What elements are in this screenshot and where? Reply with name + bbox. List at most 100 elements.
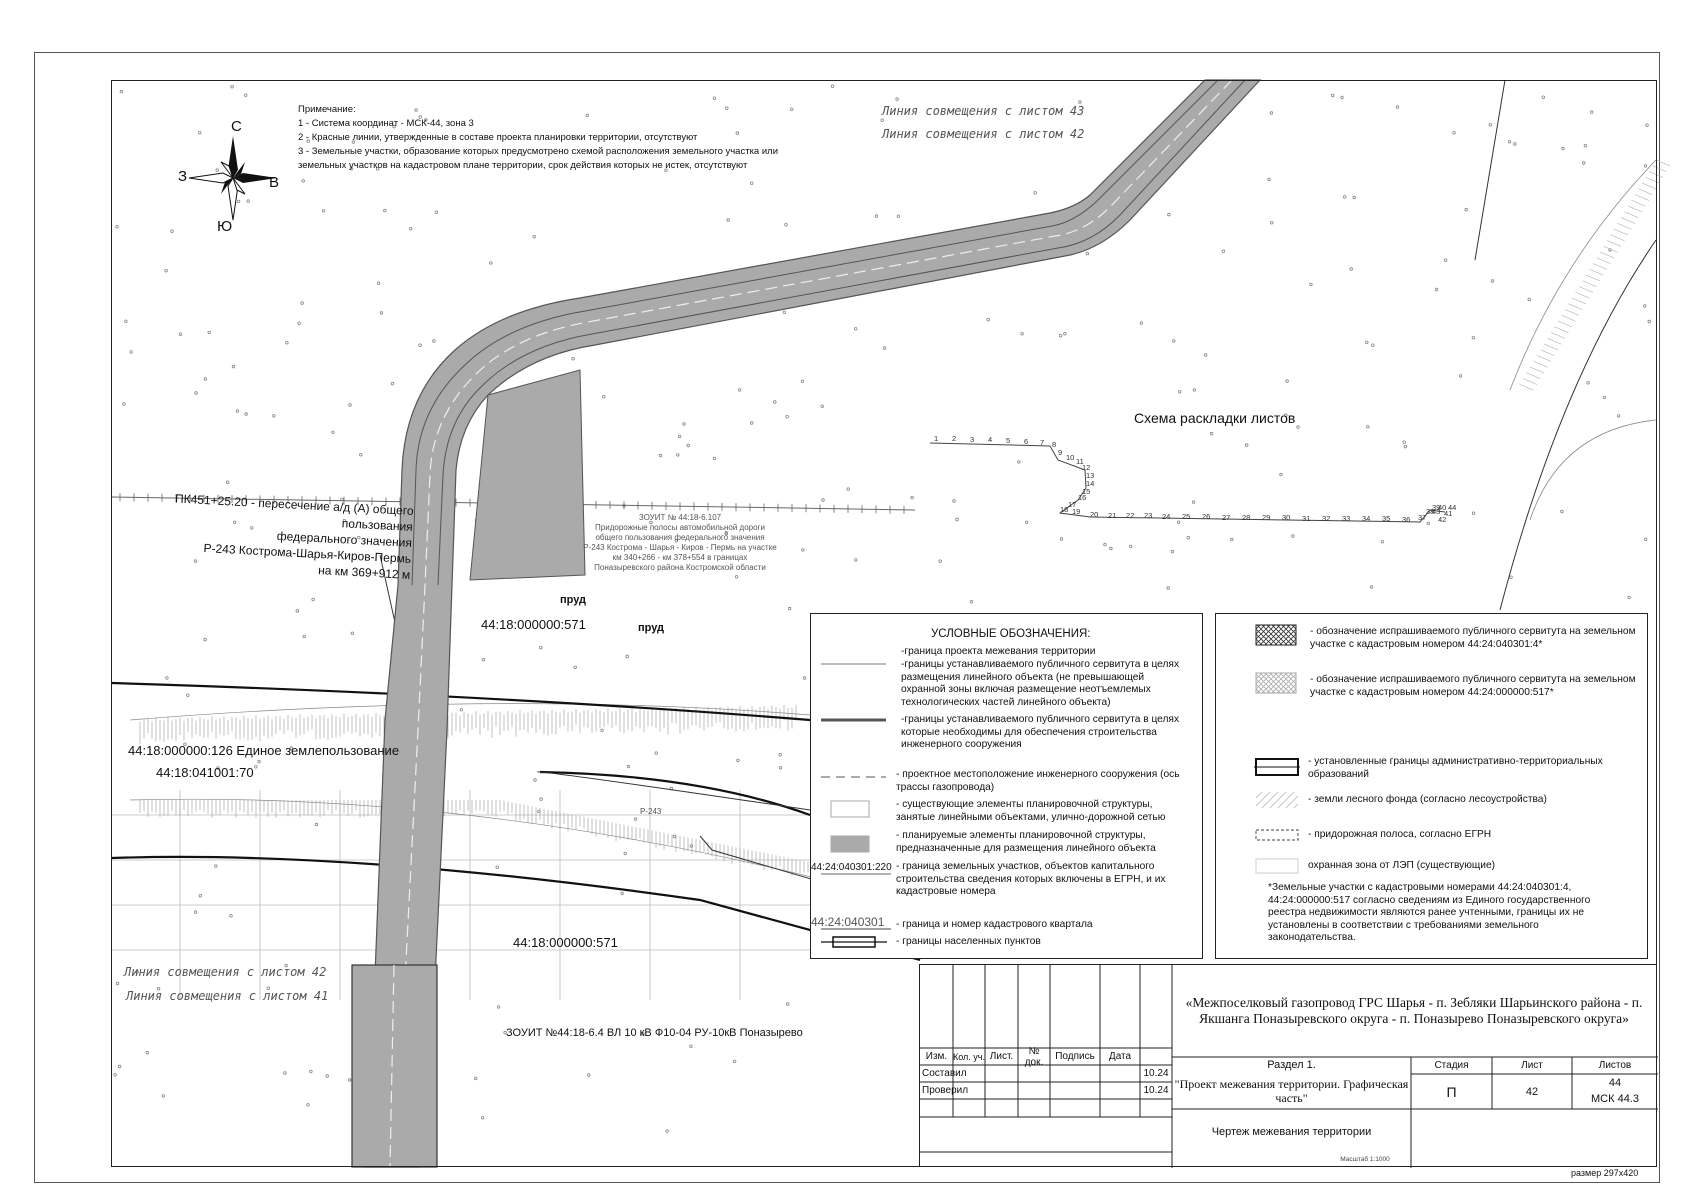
forest-dot xyxy=(623,851,627,856)
sheet-number: 44 xyxy=(1448,503,1456,512)
forest-dot xyxy=(532,234,536,239)
forest-dot xyxy=(124,319,128,323)
legend2-item: - установленные границы административно-… xyxy=(1308,756,1603,780)
forest-dot xyxy=(115,981,120,986)
hatch-line xyxy=(1585,274,1601,282)
legend2-item: - обозначение испрашиваемого публичного … xyxy=(1310,626,1636,650)
forest-dot xyxy=(1541,95,1545,99)
forest-dot xyxy=(1109,546,1113,551)
forest-dot xyxy=(785,415,789,419)
forest-dot xyxy=(1167,212,1171,217)
forest-dot xyxy=(1560,509,1564,514)
parcel-label: 44:18:000000:126 Единое землепользование xyxy=(128,743,400,758)
forest-dot xyxy=(724,532,729,536)
drawing-sheet-border xyxy=(34,52,1660,1183)
forest-dot xyxy=(1085,251,1090,256)
forest-dot xyxy=(1221,249,1226,253)
hatch-line xyxy=(1620,217,1636,224)
legend2-symbols xyxy=(1254,624,1300,874)
forest-dot xyxy=(726,218,730,222)
legend2-item: - придорожная полоса, согласно ЕГРН xyxy=(1308,829,1492,840)
forest-dot xyxy=(1128,544,1133,549)
sheet-label: Лист xyxy=(1521,1060,1543,1071)
legend-symbols xyxy=(821,663,891,948)
forest-dot xyxy=(1020,332,1024,336)
forest-dot xyxy=(1177,390,1182,394)
sheet-number: 13 xyxy=(1086,471,1094,480)
hatch-line xyxy=(1564,309,1580,316)
forest-dot xyxy=(311,597,315,602)
forest-dot xyxy=(198,894,203,898)
forest-dot xyxy=(778,766,783,770)
match-line-top-2: Линия совмещения с листом 42 xyxy=(882,127,1085,141)
forest-dot xyxy=(773,400,777,404)
forest-dot xyxy=(376,281,381,285)
legend-item: -границы устанавливаемого публичного сер… xyxy=(901,714,1180,750)
forest-dot xyxy=(1269,220,1274,225)
sheet-number: 24 xyxy=(1162,512,1170,521)
forest-dot xyxy=(165,676,169,680)
forest-dot xyxy=(1230,537,1234,542)
forest-dot xyxy=(434,210,439,214)
sheet-number: 43 xyxy=(1432,507,1440,516)
forest-dot xyxy=(1285,379,1289,383)
forest-dot xyxy=(117,1064,122,1069)
hatch-line xyxy=(1582,280,1597,288)
hatch-line xyxy=(1603,245,1618,253)
hatch-line xyxy=(1519,383,1534,391)
sheet-number: 3 xyxy=(970,435,974,444)
forest-dot xyxy=(625,654,629,659)
forest-dot xyxy=(1186,536,1190,540)
forest-dot xyxy=(193,559,198,563)
forest-dot xyxy=(1403,444,1407,449)
forest-dot xyxy=(986,318,990,322)
forest-dot xyxy=(254,765,258,769)
forest-dot xyxy=(129,350,133,354)
forest-dot xyxy=(1452,131,1456,135)
sheet-number: 30 xyxy=(1282,513,1290,522)
forest-dot xyxy=(1170,549,1175,554)
forest-dot xyxy=(214,864,218,868)
forest-dot xyxy=(459,708,463,712)
forest-dot xyxy=(952,499,956,503)
forest-dot xyxy=(272,414,276,418)
forest-dot xyxy=(1647,319,1651,324)
hatch-line xyxy=(1571,297,1587,305)
sheet-number: 39 xyxy=(1432,503,1440,512)
forest-dot xyxy=(321,209,326,213)
forest-dot xyxy=(257,759,261,764)
forest-dot xyxy=(236,199,241,204)
forest-dot xyxy=(1645,123,1649,127)
sheet-number: 28 xyxy=(1242,513,1250,522)
forest-dot xyxy=(186,693,190,697)
forest-dot xyxy=(712,456,717,461)
pond-label: пруд xyxy=(560,594,587,606)
forest-dot xyxy=(620,891,624,896)
forest-dot xyxy=(203,377,207,381)
forest-dot xyxy=(1340,95,1344,100)
legend-item: -граница проекта межевания территории xyxy=(901,646,1096,657)
forest-dot xyxy=(1513,142,1517,146)
parcel-label: 44:18:000000:571 xyxy=(481,617,586,632)
forest-dot xyxy=(1296,425,1300,429)
forest-dot xyxy=(1192,388,1197,392)
zouit-road-line: ЗОУИТ № 44:18-6.107 xyxy=(638,513,722,522)
legend-item: - граница земельных участков, объектов к… xyxy=(896,861,1166,897)
forest-dot xyxy=(801,548,805,552)
zouit-road-line: общего пользования федерального значения xyxy=(595,533,765,542)
forest-dot xyxy=(314,822,319,827)
hatch-line xyxy=(1599,251,1615,259)
forest-dot xyxy=(750,181,754,185)
hatch-line xyxy=(1596,257,1611,265)
forest-dot xyxy=(1191,500,1196,504)
forest-dot xyxy=(331,430,335,434)
forest-dot xyxy=(1643,164,1648,168)
sheet-number: 34 xyxy=(1362,514,1370,523)
forest-dot xyxy=(489,261,493,265)
col-header: № док. xyxy=(1024,1045,1044,1068)
col-header: Кол. уч. xyxy=(953,1051,985,1062)
zouit-road-label: ЗОУИТ № 44:18-6.107 Придорожные полосы а… xyxy=(580,513,780,573)
sheet-number: 41 xyxy=(1444,509,1452,518)
forest-dot xyxy=(232,520,237,524)
